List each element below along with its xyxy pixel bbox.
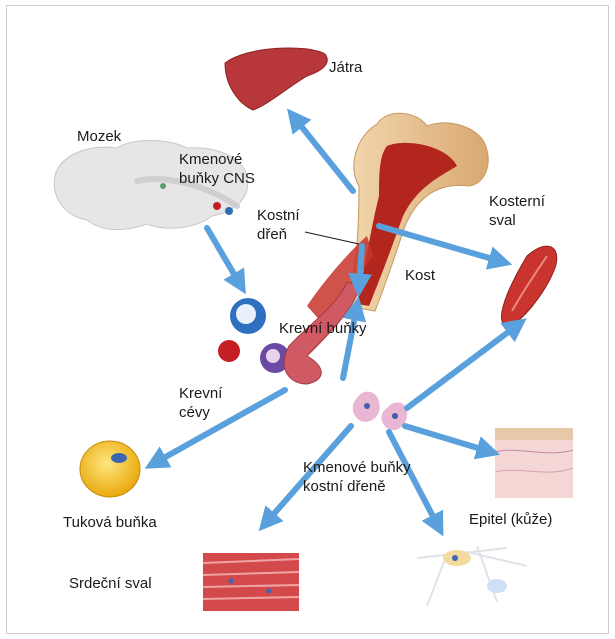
label-cns-stem-cells: Kmenové buňky CNS	[179, 150, 269, 188]
label-skeletal-muscle: Kosterní sval	[489, 192, 565, 230]
epithelium-illustration	[495, 428, 573, 498]
fat-cell-illustration	[80, 441, 140, 497]
label-muscle-line-2: sval	[489, 211, 565, 230]
label-blood-vessels: Krevní cévy	[179, 384, 239, 422]
label-brain: Mozek	[77, 127, 121, 146]
label-muscle-line-1: Kosterní	[489, 192, 565, 211]
arrow-to-epithelium	[405, 426, 491, 452]
marrow-stem-cells-illustration	[353, 392, 407, 430]
label-cns-line-2: buňky CNS	[179, 169, 269, 188]
label-vessels-line-2: cévy	[179, 403, 239, 422]
blood-cell-red	[218, 340, 240, 362]
label-blood-cells: Krevní buňky	[279, 319, 367, 338]
arrow-marrow-to-muscle	[407, 324, 519, 408]
arrow-to-liver	[293, 116, 353, 191]
neuron-illustration	[417, 546, 527, 606]
arrow-marrow-to-bone	[343, 306, 357, 378]
label-liver: Játra	[329, 58, 362, 77]
label-bone-marrow: Kostní dřeň	[257, 206, 317, 244]
arrow-to-blood-cells	[359, 246, 362, 288]
label-epithelium: Epitel (kůže)	[469, 510, 552, 529]
label-fat-cell: Tuková buňka	[63, 513, 157, 532]
label-msc-line-1: Kmenové buňky	[303, 458, 433, 477]
label-cns-line-1: Kmenové	[179, 150, 269, 169]
label-marrow-line-2: dřeň	[257, 225, 317, 244]
label-marrow-line-1: Kostní	[257, 206, 317, 225]
label-marrow-stem-cells: Kmenové buňky kostní dřeně	[303, 458, 433, 496]
arrow-brain-to-blood-cells	[207, 228, 241, 286]
label-vessels-line-1: Krevní	[179, 384, 239, 403]
label-heart-muscle: Srdeční sval	[69, 574, 152, 593]
label-msc-line-2: kostní dřeně	[303, 477, 433, 496]
label-bone: Kost	[405, 266, 435, 285]
heart-muscle-illustration	[203, 553, 299, 611]
diagram-frame: Játra Mozek Kmenové buňky CNS Kostní dře…	[6, 5, 609, 634]
bone-illustration	[307, 113, 488, 326]
liver-illustration	[225, 48, 327, 110]
skeletal-muscle-illustration	[501, 246, 556, 326]
